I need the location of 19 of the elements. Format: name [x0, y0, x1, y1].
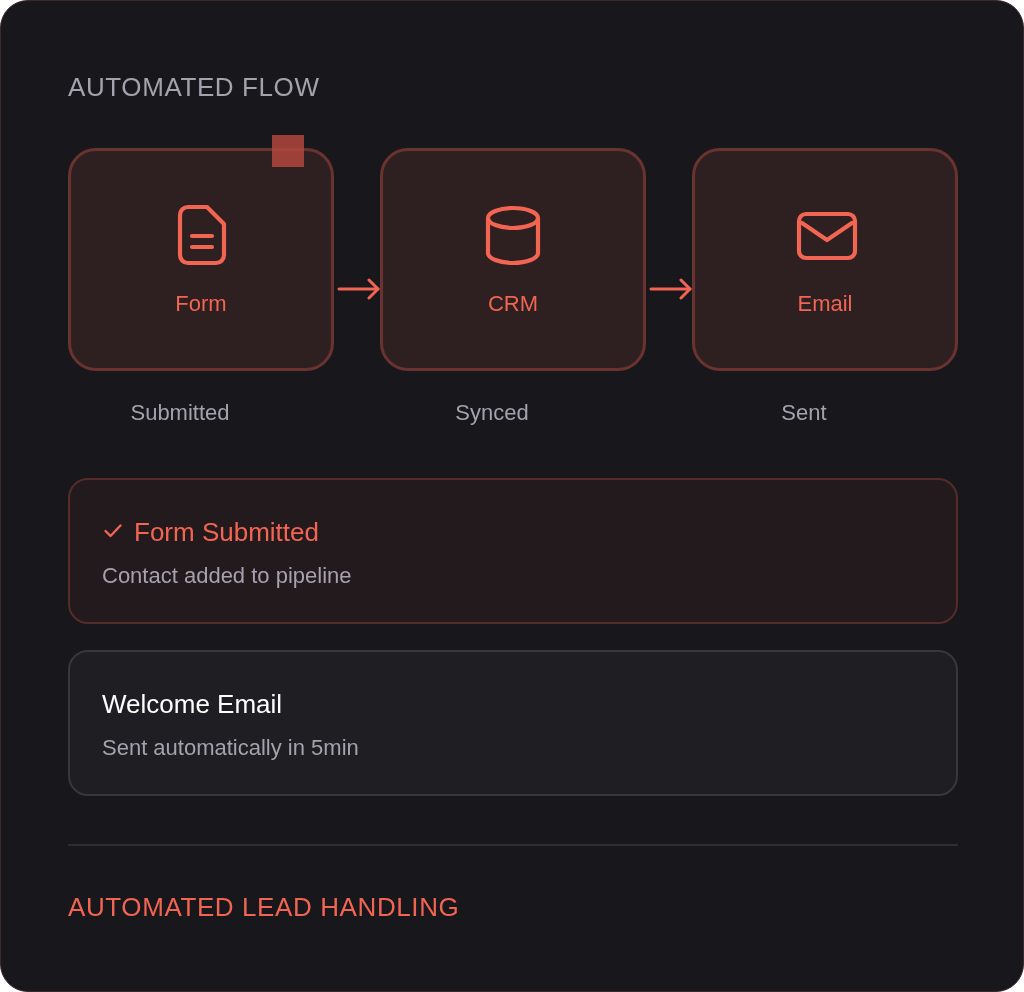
caption: AUTOMATED LEAD HANDLING — [68, 891, 460, 923]
step-label: Email — [796, 290, 854, 318]
section-heading: AUTOMATED FLOW — [68, 71, 320, 103]
process-box — [68, 148, 334, 371]
step-label: CRM — [486, 290, 540, 318]
card-description: Sent automatically in 5min — [102, 734, 359, 762]
status-card — [68, 478, 958, 624]
arrow — [649, 278, 692, 300]
card-title: Form Submitted — [134, 516, 319, 548]
step-label: Form — [174, 290, 228, 318]
step-status: Sent — [780, 399, 828, 427]
process-box — [380, 148, 646, 371]
status-card — [68, 650, 958, 796]
card-title: Welcome Email — [102, 688, 283, 720]
step-status: Synced — [454, 399, 530, 427]
process-box — [692, 148, 958, 371]
step-status: Submitted — [129, 399, 231, 427]
arrow — [337, 278, 380, 300]
card-description: Contact added to pipeline — [102, 562, 352, 590]
